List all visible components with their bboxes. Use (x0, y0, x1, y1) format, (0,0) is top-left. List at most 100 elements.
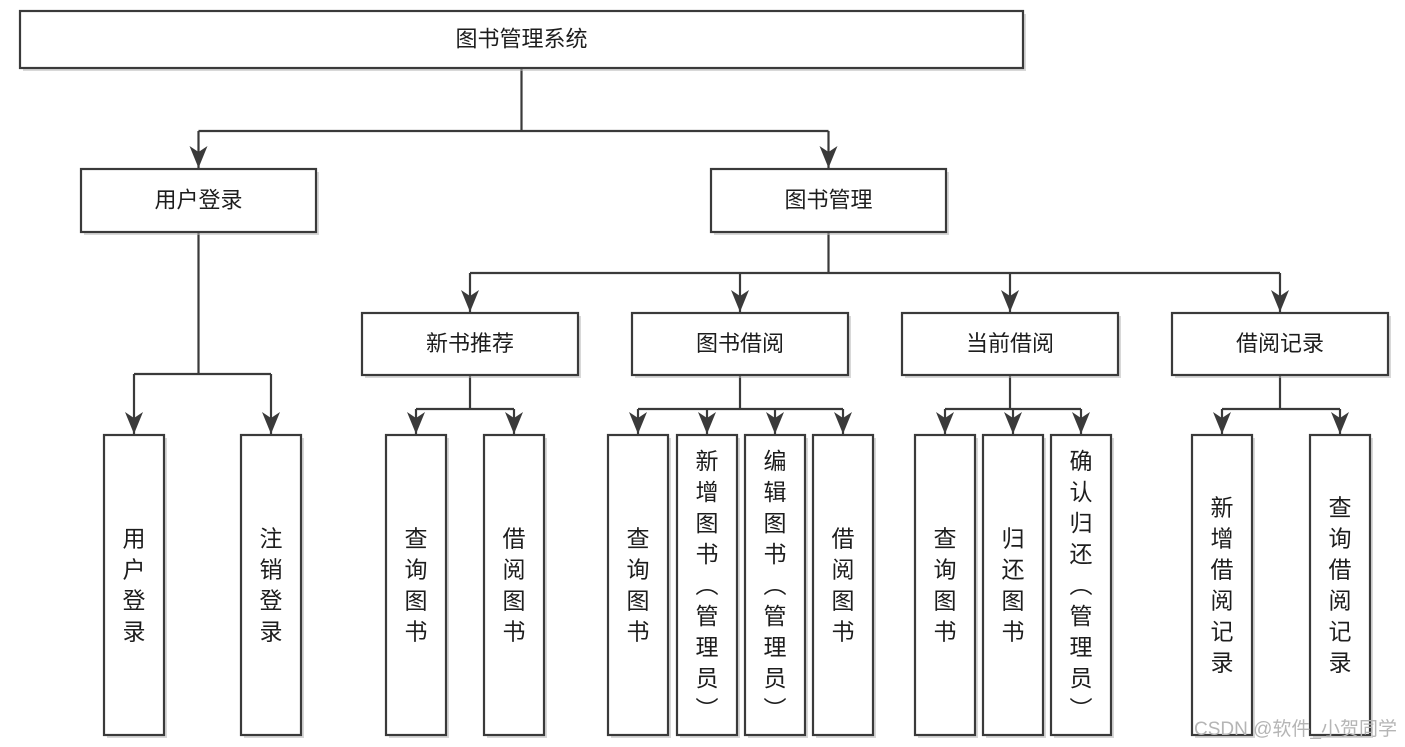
node-label-char: 新 (1211, 495, 1234, 521)
node-box (1170, 311, 1390, 377)
node-label: 新书推荐 (426, 331, 514, 356)
node-label-char: 归 (1002, 526, 1025, 552)
node-label-char: 图 (1002, 588, 1025, 614)
node-label-char: 增 (696, 479, 719, 505)
node-label-char: 书 (405, 619, 428, 645)
node-current[interactable]: 当前借阅 (900, 311, 1121, 378)
node-box (239, 433, 303, 737)
node-label-char: 新 (696, 448, 719, 474)
node-label-char: 理 (764, 634, 787, 660)
node-label: 借阅记录 (1236, 331, 1324, 356)
node-login[interactable]: 用户登录 (79, 167, 319, 235)
node-label-char: 查 (627, 526, 650, 552)
node-root[interactable]: 图书管理系统 (18, 9, 1026, 71)
node-label-char: 书 (696, 541, 719, 567)
node-label-char: 销 (260, 557, 283, 583)
node-box (384, 433, 448, 737)
node-label: 图书管理系统 (455, 26, 587, 51)
node-label-char: 借 (503, 526, 526, 552)
node-label-char: 增 (1211, 526, 1234, 552)
node-label-char: 阅 (832, 557, 855, 583)
node-label: 图书管理 (784, 187, 872, 212)
node-box (630, 311, 850, 377)
node-box (1308, 433, 1372, 737)
node-label-char: 户 (123, 557, 146, 583)
node-box (743, 433, 807, 737)
node-label-char: 借 (832, 526, 855, 552)
node-label-char: 还 (1002, 557, 1025, 583)
node-label-char: 管 (696, 603, 719, 629)
node-label-char: 询 (627, 557, 650, 583)
node-label-char: 查 (1329, 495, 1352, 521)
node-label-char: 辑 (764, 479, 787, 505)
node-label-char: 询 (934, 557, 957, 583)
node-leaf-1[interactable]: 用户登录 (102, 433, 167, 738)
node-label-char: 书 (627, 619, 650, 645)
node-label-char: 书 (1002, 619, 1025, 645)
node-box (675, 433, 739, 737)
node-box (482, 433, 546, 737)
node-label-char: 员 (764, 665, 787, 691)
node-label: 图书借阅 (696, 331, 784, 356)
node-label-char: 询 (405, 557, 428, 583)
node-box (79, 167, 318, 234)
node-label-char: 理 (1070, 634, 1093, 660)
node-label-char: 阅 (1211, 588, 1234, 614)
node-label: 用户登录 (154, 187, 242, 212)
node-newbook[interactable]: 新书推荐 (360, 311, 581, 378)
node-box (811, 433, 875, 737)
node-label-char: 书 (764, 541, 787, 567)
node-box (102, 433, 166, 737)
node-label-char: 阅 (503, 557, 526, 583)
node-label-char: 编 (764, 448, 787, 474)
node-label-char: 归 (1070, 510, 1093, 536)
node-label-char: 图 (503, 588, 526, 614)
node-label-char: 员 (1070, 665, 1093, 691)
node-label-char: 书 (934, 619, 957, 645)
node-label-char: 登 (123, 588, 146, 614)
node-label-char: 图 (405, 588, 428, 614)
node-label-char: 记 (1329, 619, 1352, 645)
node-label-char: ︵ (1070, 572, 1093, 598)
node-label: 当前借阅 (966, 331, 1054, 356)
node-box (360, 311, 580, 377)
node-box (1049, 433, 1113, 737)
node-label-char: 图 (832, 588, 855, 614)
node-label-char: 确 (1070, 448, 1093, 474)
node-label-char: 询 (1329, 526, 1352, 552)
node-label-char: 查 (934, 526, 957, 552)
node-bookmgmt[interactable]: 图书管理 (709, 167, 949, 235)
node-label-char: 阅 (1329, 588, 1352, 614)
node-borrow[interactable]: 图书借阅 (630, 311, 851, 378)
node-label-char: ︵ (696, 572, 719, 598)
node-label-char: 员 (696, 665, 719, 691)
node-label-char: 登 (260, 588, 283, 614)
node-records[interactable]: 借阅记录 (1170, 311, 1391, 378)
node-box (900, 311, 1120, 377)
node-label-char: ︶ (764, 696, 787, 722)
node-label-char: 借 (1329, 557, 1352, 583)
node-label-char: ︶ (696, 696, 719, 722)
node-label-char: 书 (503, 619, 526, 645)
node-label-char: 管 (764, 603, 787, 629)
node-label-char: 录 (123, 619, 146, 645)
node-box (913, 433, 977, 737)
node-box (981, 433, 1045, 737)
node-label-char: 还 (1070, 541, 1093, 567)
node-label-char: 录 (1329, 650, 1352, 676)
node-label-char: 图 (627, 588, 650, 614)
